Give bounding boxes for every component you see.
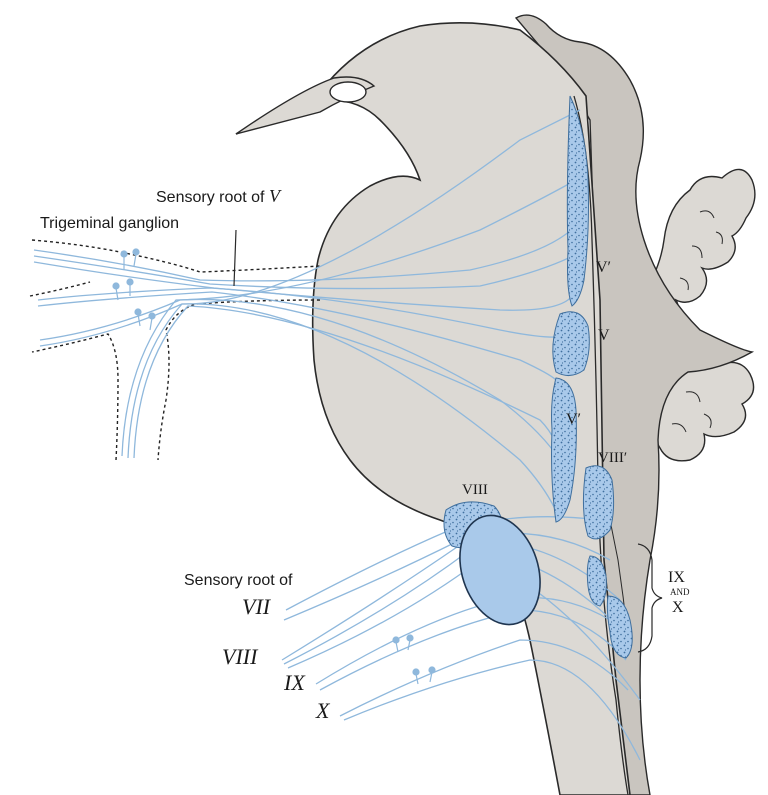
label-root-ix: IX <box>283 670 306 695</box>
nucleus-v-prime-upper <box>566 95 589 307</box>
label-nucleus-v-prime-lower: V′ <box>566 411 581 428</box>
label-trigeminal-ganglion: Trigeminal ganglion <box>40 215 179 232</box>
median-sulcus <box>573 95 629 795</box>
pseudounipolar-neuron-icon <box>112 248 436 685</box>
label-ix-and-x-and: AND <box>670 587 690 597</box>
nucleus-ix-x-upper <box>586 555 607 607</box>
nucleus-v-prime-lower <box>551 377 577 523</box>
sensory-nuclei <box>443 95 633 659</box>
inferior-cerebellar-peduncle <box>459 514 541 626</box>
leader-sensory-root-v <box>233 229 237 287</box>
ventricle-wall <box>514 14 755 795</box>
ix-x-bracket <box>637 543 663 653</box>
nucleus-v-main <box>552 311 590 376</box>
nucleus-ix-x-lower <box>606 595 633 659</box>
label-root-vii: VII <box>242 594 272 619</box>
cerebral-aqueduct <box>329 81 367 103</box>
label-ix-and-x-bottom: X <box>672 599 684 616</box>
label-root-viii: VIII <box>222 644 259 669</box>
label-nucleus-v: V <box>598 327 610 344</box>
nucleus-viii-prime <box>582 465 615 540</box>
label-sensory-root-v: Sensory root of V <box>156 186 282 206</box>
trigeminal-ganglion-outline <box>29 239 321 461</box>
label-ix-and-x-top: IX <box>668 569 685 586</box>
label-sensory-root-of: Sensory root of <box>184 572 293 589</box>
label-nucleus-v-prime-upper: V′ <box>596 259 611 276</box>
label-nucleus-viii-prime: VIII′ <box>598 450 627 466</box>
label-root-x: X <box>315 698 331 723</box>
label-nucleus-viii: VIII <box>462 482 488 498</box>
